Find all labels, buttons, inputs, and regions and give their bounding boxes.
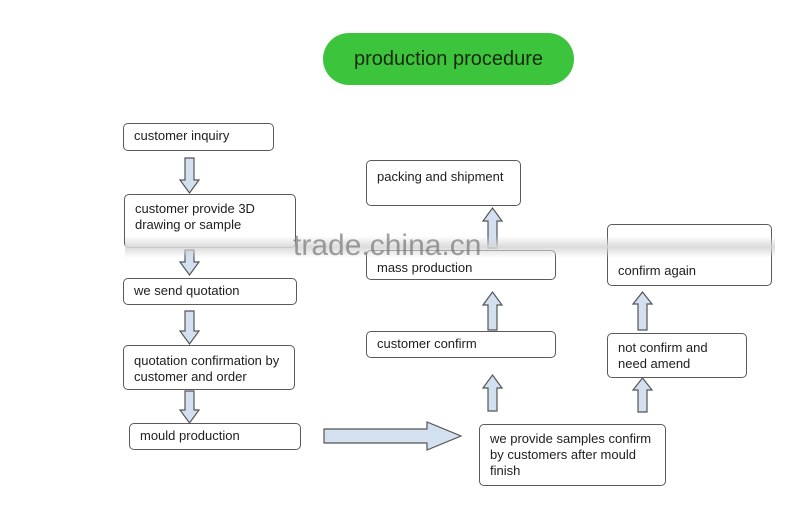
node-mould-production: mould production: [129, 423, 301, 450]
arrow-right-icon: [323, 421, 463, 451]
arrow-down-icon: [178, 157, 201, 195]
node-label: customer confirm: [377, 336, 477, 351]
title-text: production procedure: [353, 47, 543, 70]
node-label: customer provide 3D drawing or sample: [135, 201, 255, 232]
title-banner: production procedure: [323, 33, 574, 85]
arrow-down-icon: [178, 390, 201, 425]
node-label: confirm again: [618, 263, 697, 278]
node-label: not confirm and need amend: [618, 340, 708, 371]
arrow-up-icon: [631, 377, 654, 413]
arrow-up-icon: [631, 291, 654, 331]
node-customer-confirm: customer confirm: [366, 331, 556, 358]
node-label: we provide samples confirm by customers …: [490, 431, 652, 478]
node-quotation-confirmation: quotation confirmation by customer and o…: [123, 345, 295, 390]
arrow-up-icon: [481, 373, 504, 412]
node-label: customer inquiry: [134, 128, 230, 143]
node-label: we send quotation: [134, 283, 240, 298]
node-not-confirm: not confirm and need amend: [607, 333, 747, 378]
node-packing-shipment: packing and shipment: [366, 160, 521, 206]
node-label: quotation confirmation by customer and o…: [134, 353, 280, 384]
node-customer-inquiry: customer inquiry: [123, 123, 274, 151]
node-send-quotation: we send quotation: [123, 278, 297, 305]
arrow-up-icon: [481, 290, 504, 331]
watermark-band: [125, 236, 775, 258]
arrow-down-icon: [178, 310, 201, 346]
node-provide-samples: we provide samples confirm by customers …: [479, 424, 666, 486]
watermark-text: trade.china.cn: [293, 229, 482, 262]
node-label: mould production: [140, 428, 240, 443]
node-label: packing and shipment: [377, 169, 504, 184]
node-label: mass production: [377, 260, 473, 275]
